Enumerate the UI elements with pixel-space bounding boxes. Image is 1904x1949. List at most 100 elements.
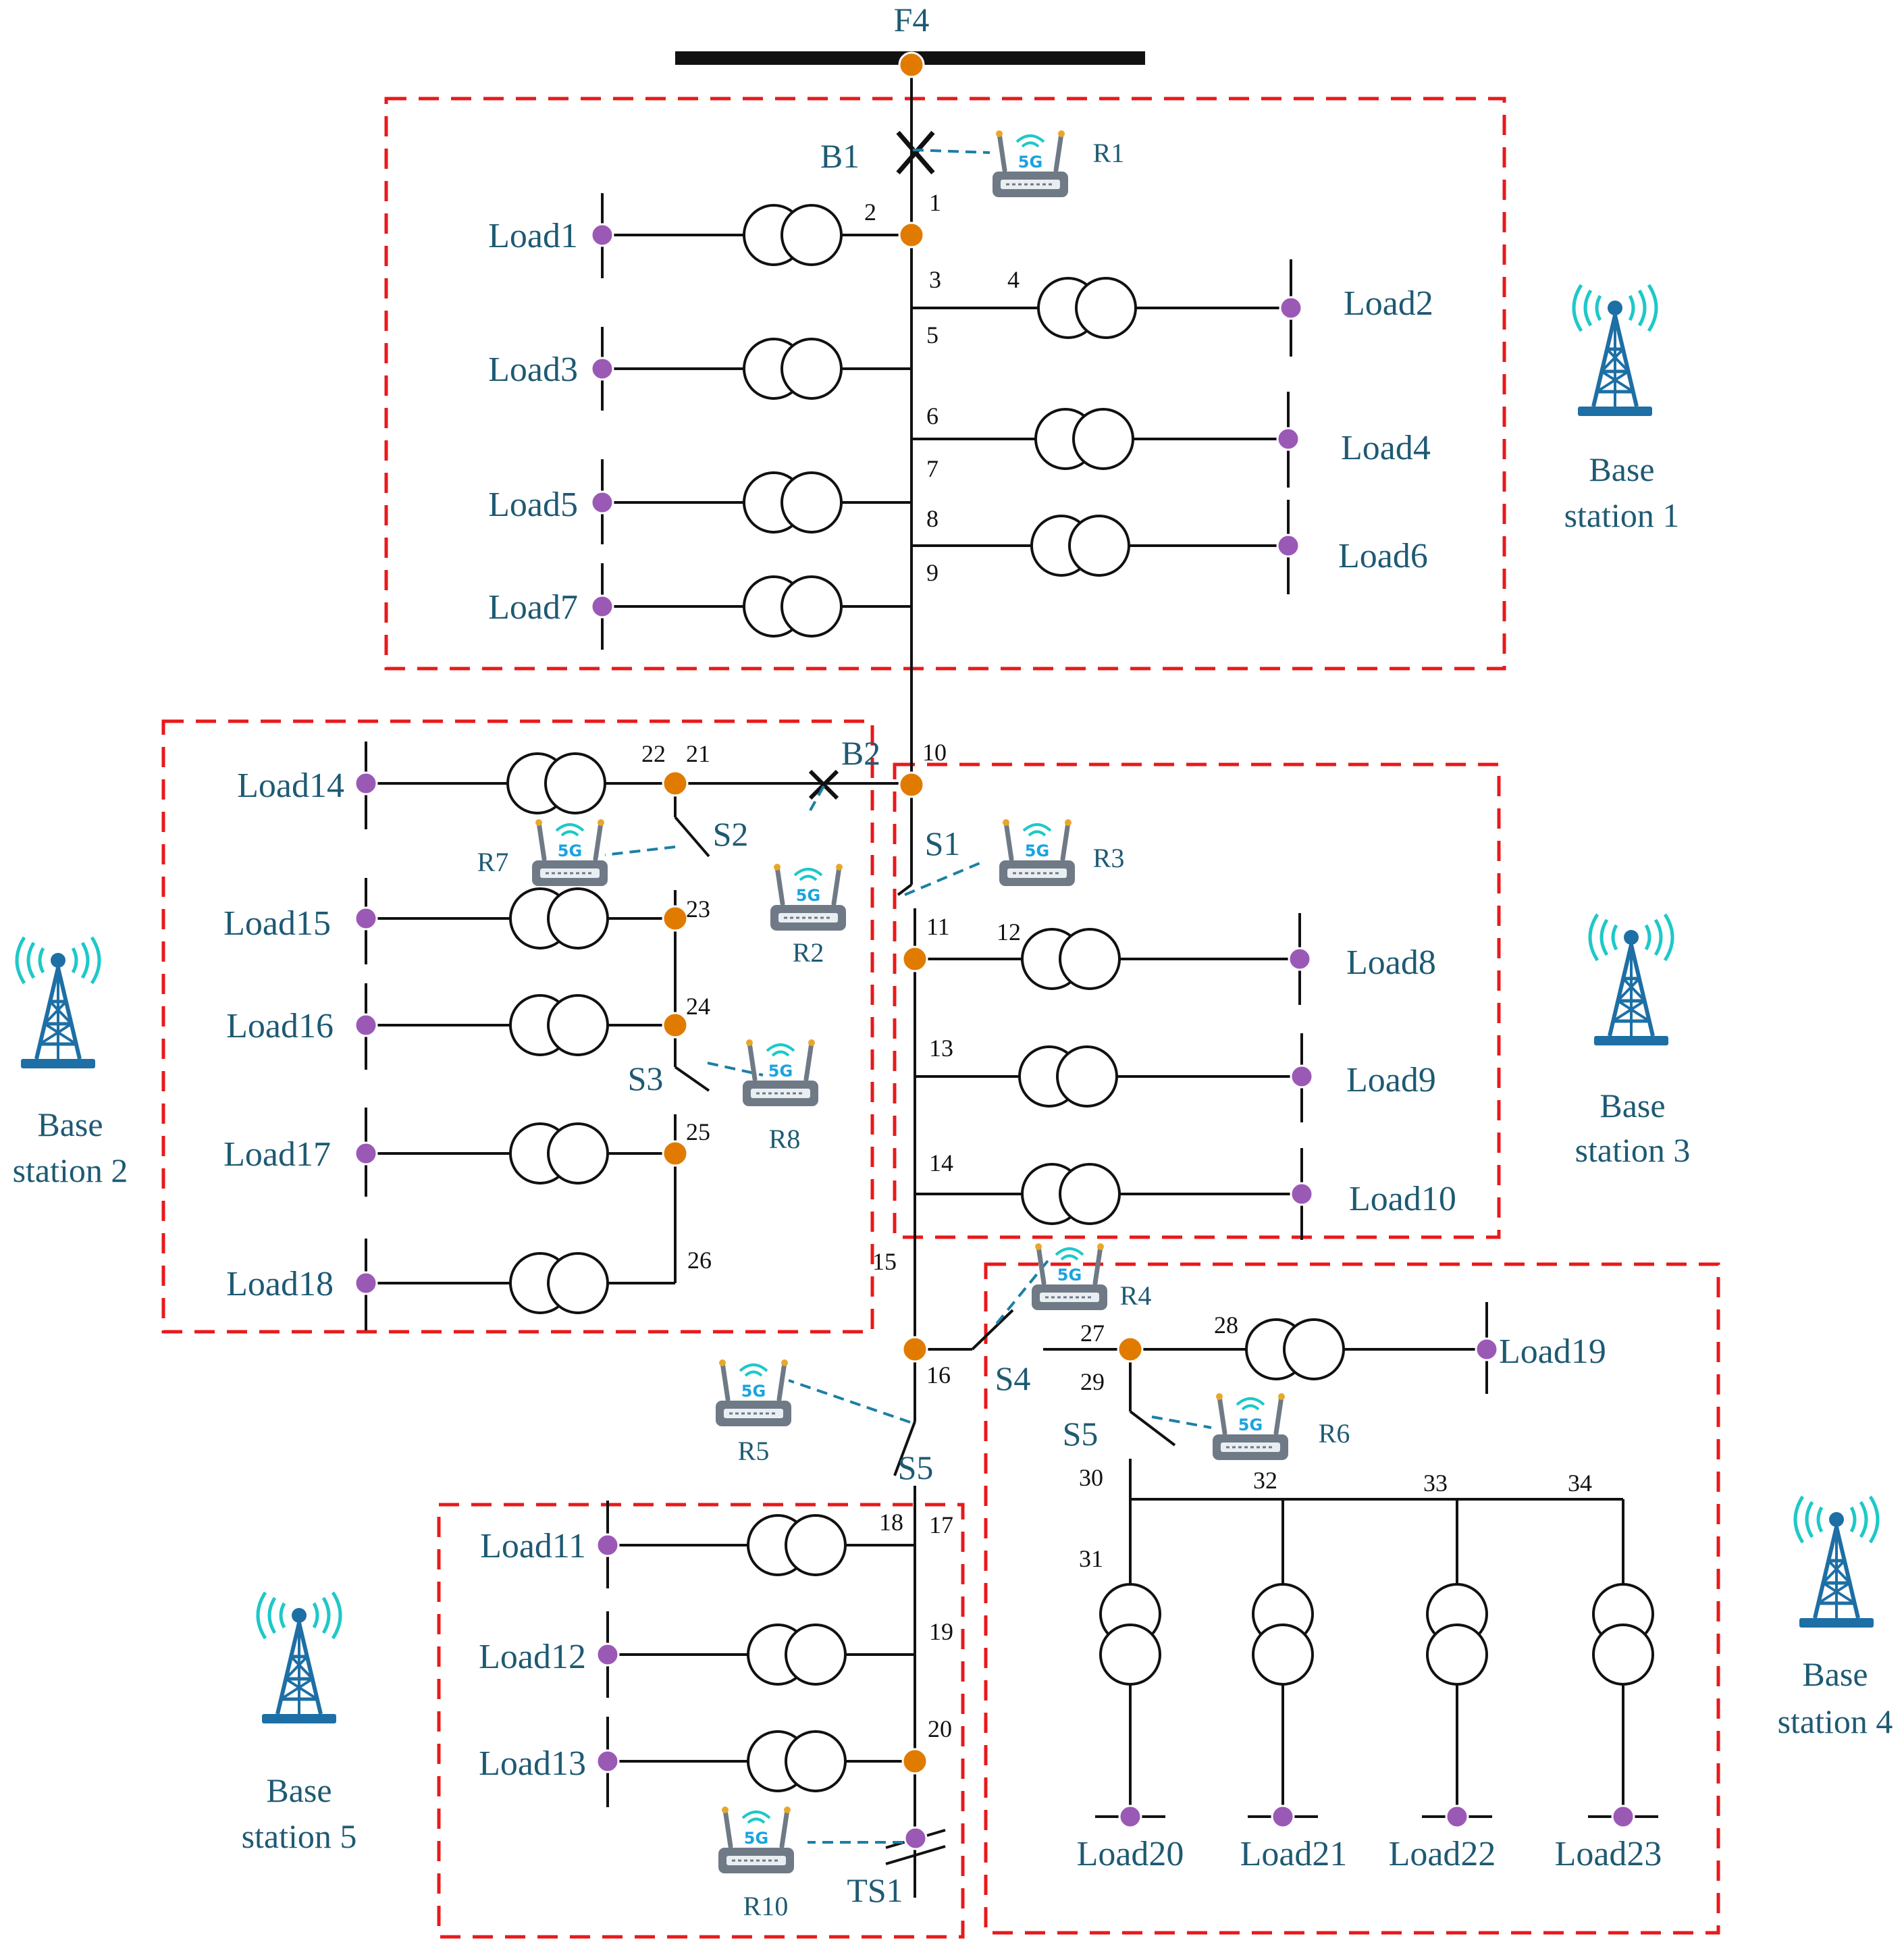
zone-2-branches: [365, 742, 911, 1330]
load-label-21: Load21: [1240, 1835, 1348, 1873]
transformer-icon: [1426, 1583, 1488, 1686]
5g-router-icon[interactable]: [993, 130, 1068, 197]
base-station-1-line2: station 1: [1564, 496, 1680, 534]
router-label-r10: R10: [743, 1891, 789, 1921]
transformer-icon: [509, 1252, 609, 1314]
breaker-x-icon[interactable]: [896, 130, 935, 175]
node-label-34: 34: [1568, 1470, 1592, 1497]
5g-router-icon[interactable]: [532, 819, 608, 886]
node-label-19: 19: [929, 1618, 953, 1645]
transformers: [506, 204, 1654, 1792]
node-label-20: 20: [928, 1715, 952, 1742]
base-station-1-line1: Base: [1589, 450, 1654, 488]
node-label-14: 14: [929, 1149, 953, 1176]
load-node-dot: [1118, 1804, 1142, 1829]
load-node-dot: [354, 1141, 378, 1166]
transformer-icon: [747, 1623, 847, 1686]
5g-router-icon[interactable]: [743, 1039, 818, 1106]
node-label-7: 7: [926, 455, 938, 482]
base-station-5-line1: Base: [266, 1771, 332, 1809]
load-label-4: Load4: [1341, 429, 1431, 467]
base-station-5-line2: station 5: [242, 1817, 357, 1855]
load-node-dot: [1611, 1804, 1635, 1829]
transformer-icon: [743, 338, 843, 400]
node-label-17: 17: [929, 1511, 953, 1538]
bus-node-dot: [1117, 1336, 1144, 1363]
breaker-label-b2: B2: [841, 734, 880, 772]
load-label-9: Load9: [1346, 1061, 1436, 1099]
5g-router-icon[interactable]: [718, 1807, 794, 1873]
bus-node-dot: [898, 51, 925, 78]
node-number-labels: 1 2 3 4 5 6 7 8 9 10 11 12 13 14 15 16 1…: [641, 189, 1592, 1742]
bus-node-dot: [662, 770, 689, 797]
router-label-r4: R4: [1120, 1280, 1152, 1311]
router-label-r1: R1: [1093, 138, 1125, 168]
breaker-labels: B1 B2: [820, 137, 880, 772]
node-dots: [354, 51, 1635, 1850]
load-node-dot: [903, 1826, 928, 1850]
base-station-2-line2: station 2: [13, 1151, 128, 1189]
transformer-icon: [747, 1514, 847, 1576]
bus-node-dot: [898, 222, 925, 249]
node-label-31: 31: [1079, 1545, 1103, 1572]
base-station-3-line2: station 3: [1575, 1131, 1691, 1169]
node-label-25: 25: [686, 1118, 710, 1145]
base-station-4-line2: station 4: [1778, 1703, 1893, 1740]
switch-label-s3: S3: [628, 1060, 664, 1097]
load-label-22: Load22: [1389, 1835, 1496, 1873]
load-node-dot: [590, 223, 614, 247]
base-station-tower-icon: [1574, 285, 1656, 416]
transformer-icon: [1252, 1583, 1314, 1686]
transformer-icon: [1034, 408, 1134, 470]
load-label-12: Load12: [479, 1638, 586, 1676]
transformer-icon: [509, 1122, 609, 1185]
node-label-5: 5: [926, 321, 938, 348]
router-label-r3: R3: [1093, 843, 1125, 873]
base-station-2-line1: Base: [37, 1106, 103, 1143]
node-label-23: 23: [686, 895, 710, 922]
load-node-dot: [1475, 1337, 1499, 1361]
base-station-tower-icon: [1795, 1497, 1878, 1628]
load-label-23: Load23: [1555, 1835, 1662, 1873]
transformer-icon: [1030, 515, 1130, 577]
transformer-icon: [1592, 1583, 1654, 1686]
node-label-8: 8: [926, 505, 938, 532]
load-node-dot: [590, 357, 614, 381]
load-label-2: Load2: [1344, 284, 1433, 323]
transformer-icon: [1037, 277, 1137, 339]
bus-node-dot: [898, 771, 925, 798]
zone-box-3: [893, 762, 1501, 1239]
transformer-icon: [509, 994, 609, 1056]
node-label-13: 13: [929, 1035, 953, 1062]
base-station-3-line1: Base: [1599, 1087, 1665, 1124]
zone-box-5: [437, 1503, 965, 1939]
router-label-r2: R2: [793, 937, 824, 968]
5g-router-icon[interactable]: [770, 864, 846, 931]
node-label-6: 6: [926, 402, 938, 430]
5g-router-icon[interactable]: [716, 1359, 791, 1426]
load-node-dot: [596, 1642, 620, 1667]
zone-box-1: [384, 97, 1506, 671]
bus-node-dot: [662, 905, 689, 932]
node-label-10: 10: [922, 739, 947, 766]
5g-router-icon[interactable]: [1032, 1243, 1107, 1310]
load-label-11: Load11: [480, 1527, 586, 1565]
router-labels: R1 R2 R3 R4 R5 R6 R7 R8 R10: [477, 138, 1350, 1921]
base-station-labels: Base station 1 Base station 2 Base stati…: [13, 450, 1893, 1855]
node-label-29: 29: [1080, 1368, 1105, 1395]
breaker-x-icon[interactable]: [808, 769, 839, 800]
switch-label-s2: S2: [713, 815, 749, 853]
load-label-7: Load7: [488, 588, 578, 627]
load-label-5: Load5: [488, 486, 578, 524]
5g-router-icon[interactable]: [999, 819, 1075, 886]
load-node-dot: [596, 1749, 620, 1773]
5g-router-icon[interactable]: [1213, 1393, 1288, 1460]
node-label-22: 22: [641, 740, 666, 767]
node-label-24: 24: [686, 993, 710, 1020]
router-label-r5: R5: [738, 1436, 770, 1466]
breaker-label-b1: B1: [820, 137, 860, 175]
router-label-r6: R6: [1319, 1418, 1350, 1449]
transformer-icon: [506, 752, 606, 814]
load-label-10: Load10: [1349, 1180, 1456, 1218]
